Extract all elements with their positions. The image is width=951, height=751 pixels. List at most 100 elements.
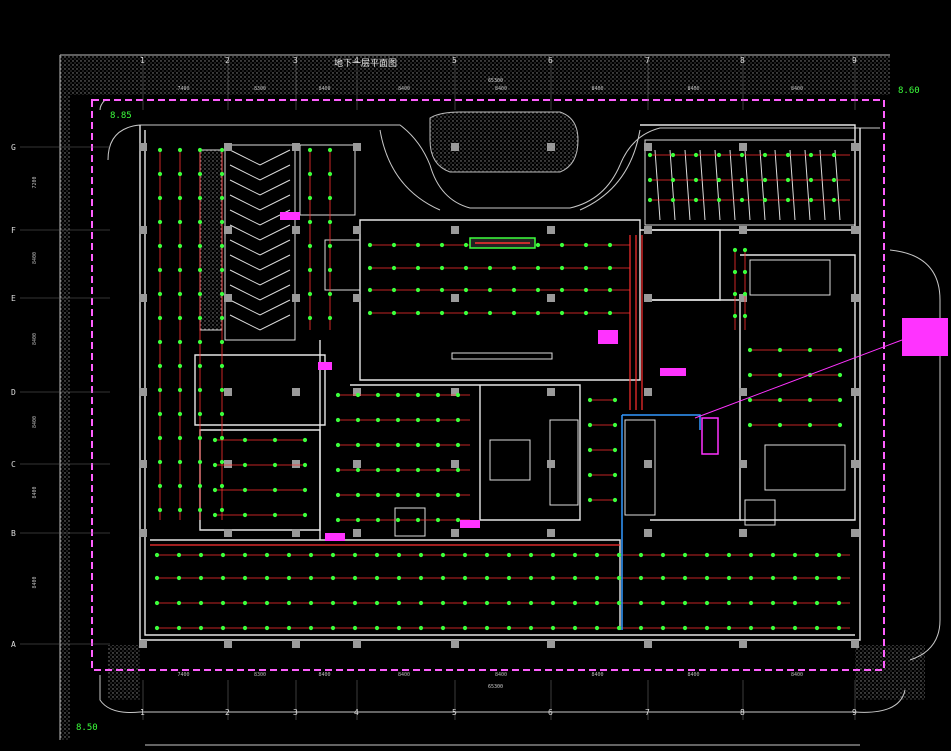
light-fixture	[157, 315, 163, 321]
light-fixture	[197, 147, 203, 153]
light-fixture	[157, 435, 163, 441]
light-fixture	[395, 517, 401, 523]
light-fixture	[374, 625, 380, 631]
light-fixture	[307, 315, 313, 321]
structural-column	[547, 529, 555, 537]
light-fixture	[396, 575, 402, 581]
light-fixture	[693, 177, 699, 183]
light-fixture	[176, 625, 182, 631]
light-fixture	[583, 310, 589, 316]
structural-column	[451, 388, 459, 396]
light-fixture	[831, 152, 837, 158]
light-fixture	[219, 507, 225, 513]
light-fixture	[616, 552, 622, 558]
light-fixture	[220, 575, 226, 581]
light-fixture	[154, 552, 160, 558]
light-fixture	[219, 195, 225, 201]
light-fixture	[330, 600, 336, 606]
light-fixture	[242, 625, 248, 631]
light-fixture	[327, 219, 333, 225]
light-fixtures	[154, 147, 843, 631]
grid-row-label: F	[11, 226, 16, 235]
structural-column	[644, 460, 652, 468]
structural-column	[292, 143, 300, 151]
light-fixture	[157, 243, 163, 249]
structural-column	[292, 529, 300, 537]
light-fixture	[391, 310, 397, 316]
structural-column	[139, 529, 147, 537]
light-fixture	[814, 575, 820, 581]
light-fixture	[807, 422, 813, 428]
light-fixture	[197, 339, 203, 345]
light-fixture	[395, 467, 401, 473]
grid-col-label-bottom: 3	[293, 708, 298, 717]
light-fixture	[435, 517, 441, 523]
light-fixture	[440, 600, 446, 606]
light-fixture	[355, 517, 361, 523]
light-fixture	[506, 575, 512, 581]
light-fixture	[374, 600, 380, 606]
light-fixture	[807, 397, 813, 403]
parking-ramp-right	[644, 139, 856, 226]
light-fixture	[272, 437, 278, 443]
light-fixture	[808, 177, 814, 183]
light-fixture	[594, 575, 600, 581]
light-fixture	[154, 625, 160, 631]
light-fixture	[612, 397, 618, 403]
light-fixture	[242, 600, 248, 606]
light-fixture	[177, 171, 183, 177]
light-fixture	[327, 147, 333, 153]
light-fixture	[242, 462, 248, 468]
grid-col-label-top: 3	[293, 56, 298, 65]
light-fixture	[762, 152, 768, 158]
light-fixture	[177, 387, 183, 393]
light-fixture	[177, 435, 183, 441]
structural-column	[644, 143, 652, 151]
light-fixture	[732, 291, 738, 297]
grid-col-label-bottom: 1	[140, 708, 145, 717]
light-fixture	[212, 437, 218, 443]
light-fixture	[594, 600, 600, 606]
light-fixture	[177, 507, 183, 513]
panel-tag	[460, 520, 480, 528]
light-fixture	[302, 512, 308, 518]
light-fixture	[455, 392, 461, 398]
light-fixture	[607, 287, 613, 293]
light-fixture	[435, 492, 441, 498]
light-fixture	[583, 287, 589, 293]
light-fixture	[837, 422, 843, 428]
light-fixture	[739, 152, 745, 158]
grid-row-label: B	[11, 529, 16, 538]
light-fixture	[219, 339, 225, 345]
light-fixture	[219, 315, 225, 321]
panel-tag	[598, 330, 618, 344]
light-fixture	[435, 392, 441, 398]
light-fixture	[415, 265, 421, 271]
light-fixture	[219, 411, 225, 417]
structural-column	[139, 143, 147, 151]
light-fixture	[808, 152, 814, 158]
light-fixture	[716, 177, 722, 183]
light-fixture	[747, 372, 753, 378]
light-fixture	[742, 313, 748, 319]
light-fixture	[792, 552, 798, 558]
light-fixture	[748, 625, 754, 631]
light-fixture	[197, 291, 203, 297]
dimension-bottom: 8400	[398, 672, 410, 678]
light-fixture	[219, 483, 225, 489]
total-dimension-top: 65300	[488, 78, 503, 84]
light-fixture	[177, 363, 183, 369]
dimension-row: 8400	[32, 576, 38, 588]
light-fixture	[572, 575, 578, 581]
light-fixture	[375, 417, 381, 423]
light-fixture	[327, 243, 333, 249]
light-fixture	[219, 291, 225, 297]
leader-line	[694, 339, 903, 419]
structural-column	[353, 226, 361, 234]
light-fixture	[716, 152, 722, 158]
light-fixture	[395, 392, 401, 398]
light-fixture	[660, 600, 666, 606]
light-fixture	[732, 269, 738, 275]
light-fixture	[748, 552, 754, 558]
structural-column	[353, 388, 361, 396]
